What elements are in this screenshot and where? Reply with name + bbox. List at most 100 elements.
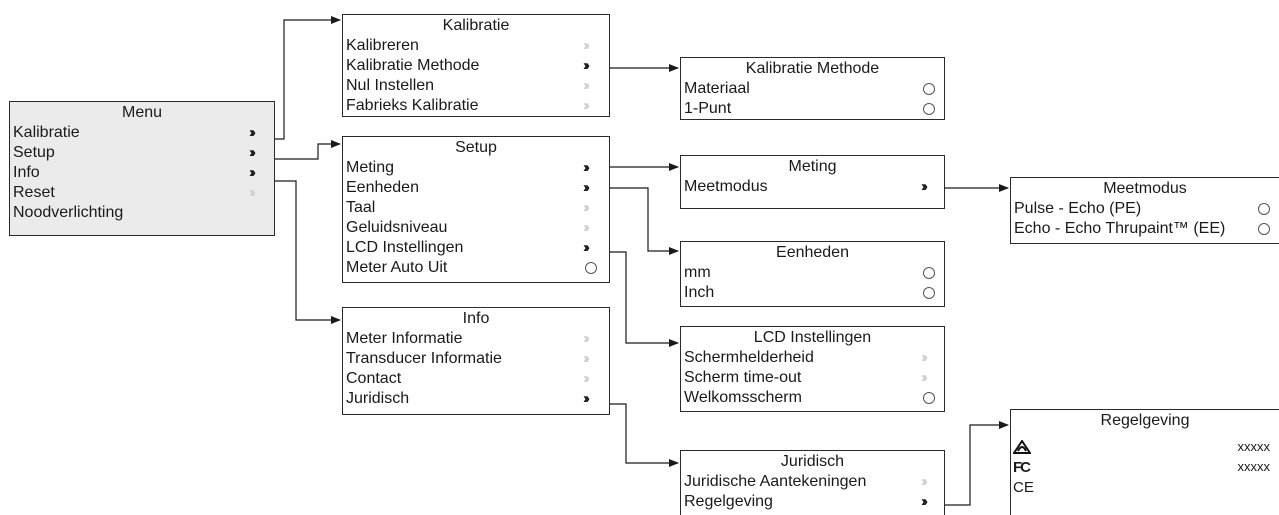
menu-item[interactable]: Setup›› <box>10 143 274 163</box>
menu-item-label: Transducer Informatie <box>346 350 502 367</box>
menu-item-label: Inch <box>684 284 715 301</box>
meting-title: Meting <box>788 158 837 175</box>
menu-item[interactable]: Juridische Aantekeningen ›› <box>681 472 944 492</box>
regelgeving-title: Regelgeving <box>1100 412 1190 429</box>
eenheden-title: Eenheden <box>776 244 849 261</box>
menu-item[interactable]: Welkomsscherm <box>681 388 944 408</box>
connector-juridisch-regelgeving <box>945 421 1009 506</box>
connector-menu-kalibratie <box>268 16 341 140</box>
disabled-chevron-icon: ›› <box>583 199 590 216</box>
menu-item[interactable]: mm <box>681 263 944 283</box>
menu-item-label: Regelgeving <box>684 493 773 510</box>
regelgeving-row: FC xxxxx <box>1011 457 1279 477</box>
menu-item[interactable]: Transducer Informatie›› <box>343 349 609 369</box>
menu-item[interactable]: Schermhelderheid›› <box>681 348 944 368</box>
submenu-chevron-icon: ›› <box>921 178 928 195</box>
connector-menu-setup <box>268 140 341 160</box>
menu-item[interactable]: Inch <box>681 283 944 303</box>
menu-list: Kalibratie››Setup››Info››Reset››Noodverl… <box>10 123 274 223</box>
menu-box: Menu Kalibratie››Setup››Info››Reset››Noo… <box>9 101 275 236</box>
connector-setup-eenheden <box>605 187 679 255</box>
kalibratie-title: Kalibratie <box>442 17 510 34</box>
menu-item-label: 1-Punt <box>684 100 732 117</box>
disabled-chevron-icon: ›› <box>583 97 590 114</box>
menu-item[interactable]: Reset›› <box>10 183 274 203</box>
info-title: Info <box>462 310 490 327</box>
meetmodus-list: Pulse - Echo (PE) Echo - Echo Thrupaint™ … <box>1011 199 1279 239</box>
menu-item[interactable]: Kalibreren ›› <box>343 36 609 56</box>
menu-item-label: Eenheden <box>346 179 419 196</box>
submenu-chevron-icon: ›› <box>583 57 590 74</box>
menu-item-label: Kalibratie <box>13 124 80 141</box>
setup-title: Setup <box>455 139 497 156</box>
connector-menu-info <box>268 180 341 324</box>
menu-item[interactable]: Regelgeving›› <box>681 492 944 512</box>
radio-icon[interactable] <box>1258 203 1270 215</box>
rcm-mark-icon <box>1013 440 1031 454</box>
radio-icon[interactable] <box>1258 223 1270 235</box>
fcc-logo-icon: FC <box>1013 459 1031 476</box>
radio-icon[interactable] <box>923 103 935 115</box>
menu-item[interactable]: Kalibratie Methode ›› <box>343 56 609 76</box>
radio-icon[interactable] <box>585 262 597 274</box>
menu-item[interactable]: Materiaal <box>681 79 944 99</box>
menu-item[interactable]: Meting›› <box>343 158 609 178</box>
menu-item-label: Geluidsniveau <box>346 219 448 236</box>
meting-list: Meetmodus›› <box>681 177 944 197</box>
meting-box: Meting Meetmodus›› <box>680 155 945 209</box>
radio-icon[interactable] <box>923 287 935 299</box>
menu-item[interactable]: Meter Informatie›› <box>343 329 609 349</box>
menu-item[interactable]: Echo - Echo Thrupaint™ (EE) <box>1011 219 1279 239</box>
menu-item[interactable]: Scherm time-out ›› <box>681 368 944 388</box>
menu-item[interactable]: 1-Punt <box>681 99 944 119</box>
menu-item[interactable]: LCD Instellingen›› <box>343 238 609 258</box>
regelgeving-value: xxxxx <box>1237 439 1271 454</box>
menu-item-label: Meting <box>346 159 395 176</box>
menu-item[interactable]: Juridisch›› <box>343 389 609 409</box>
menu-item-label: Kalibratie Methode <box>346 57 480 74</box>
menu-item-label: Noodverlichting <box>13 204 124 221</box>
menu-item-label: Meter Auto Uit <box>346 259 448 276</box>
disabled-chevron-icon: ›› <box>921 473 928 490</box>
regelgeving-list: xxxxx FC xxxxx CE <box>1011 437 1279 497</box>
disabled-chevron-icon: ›› <box>583 330 590 347</box>
regelgeving-row: CE <box>1011 477 1279 497</box>
radio-icon[interactable] <box>923 83 935 95</box>
menu-item[interactable]: Meetmodus›› <box>681 177 944 197</box>
juridisch-list: Juridische Aantekeningen ›› Regelgeving›› <box>681 472 944 512</box>
menu-item[interactable]: Taal ›› <box>343 198 609 218</box>
radio-icon[interactable] <box>923 392 935 404</box>
menu-item-label: Scherm time-out <box>684 369 802 386</box>
meetmodus-title: Meetmodus <box>1103 180 1187 197</box>
lcd-title: LCD Instellingen <box>753 329 872 346</box>
meetmodus-box: Meetmodus Pulse - Echo (PE) Echo - Echo T… <box>1010 177 1279 244</box>
lcd-box: LCD Instellingen Schermhelderheid››Scher… <box>680 326 945 412</box>
menu-item-label: Taal <box>346 199 376 216</box>
menu-item[interactable]: Geluidsniveau›› <box>343 218 609 238</box>
radio-icon[interactable] <box>923 267 935 279</box>
regelgeving-value: xxxxx <box>1237 459 1271 474</box>
disabled-chevron-icon: ›› <box>583 37 590 54</box>
info-box: Info Meter Informatie››Transducer Inform… <box>342 307 610 415</box>
menu-item[interactable]: Info›› <box>10 163 274 183</box>
menu-item-label: Pulse - Echo (PE) <box>1014 200 1142 217</box>
menu-item[interactable]: Noodverlichting <box>10 203 274 223</box>
menu-item[interactable]: Contact›› <box>343 369 609 389</box>
connector-info-juridisch <box>605 403 679 467</box>
submenu-chevron-icon: ›› <box>583 239 590 256</box>
info-list: Meter Informatie››Transducer Informatie›… <box>343 329 609 409</box>
menu-item[interactable]: Fabrieks Kalibratie›› <box>343 96 609 116</box>
menu-item[interactable]: Eenheden›› <box>343 178 609 198</box>
lcd-list: Schermhelderheid››Scherm time-out ›› Welko… <box>681 348 944 408</box>
menu-item-label: Juridische Aantekeningen <box>684 473 867 490</box>
menu-item[interactable]: Pulse - Echo (PE) <box>1011 199 1279 219</box>
menu-item[interactable]: Kalibratie›› <box>10 123 274 143</box>
disabled-chevron-icon: ›› <box>921 349 928 366</box>
disabled-chevron-icon: ›› <box>921 369 928 386</box>
menu-item-label: Kalibreren <box>346 37 419 54</box>
disabled-chevron-icon: ›› <box>583 77 590 94</box>
menu-item[interactable]: Nul Instellen›› <box>343 76 609 96</box>
menu-item[interactable]: Meter Auto Uit <box>343 258 609 278</box>
